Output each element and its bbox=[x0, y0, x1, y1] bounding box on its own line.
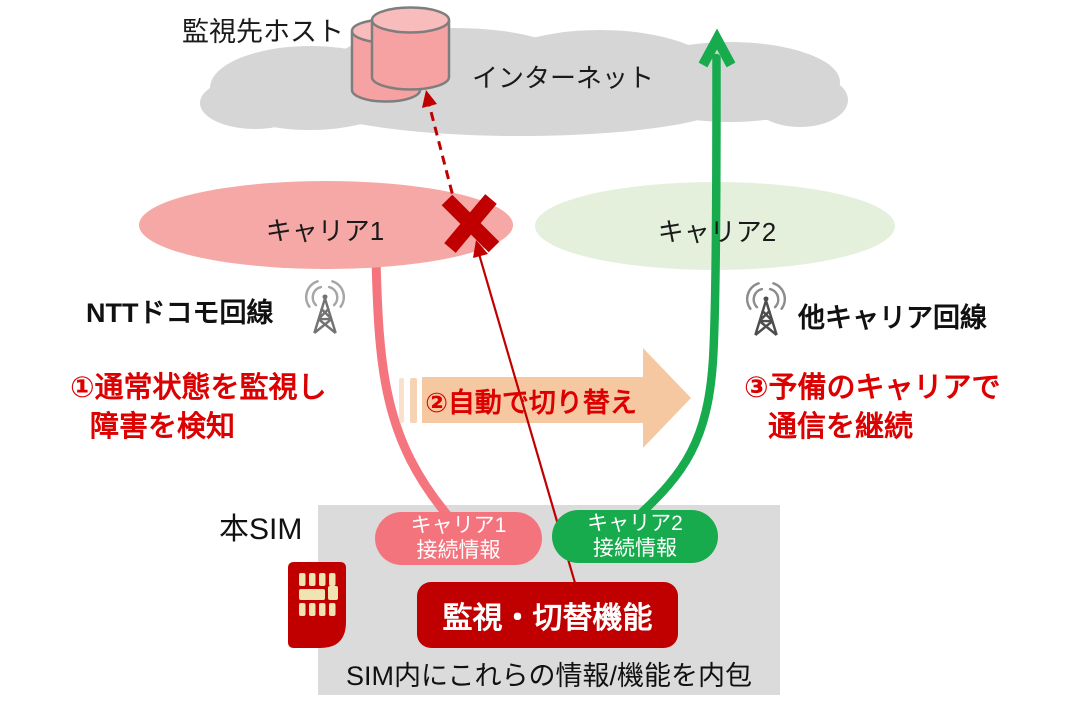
radio-tower-icon bbox=[745, 282, 787, 336]
carrier1-profile-line1: キャリア1 bbox=[410, 513, 507, 537]
sim-card-icon bbox=[288, 562, 346, 648]
database-cylinders-icon bbox=[350, 6, 451, 103]
radio-tower-icon bbox=[304, 280, 346, 334]
step1-line2: 障害を検知 bbox=[90, 410, 236, 443]
switch-arrow bbox=[399, 348, 691, 448]
step1-note: ①通常状態を監視し 障害を検知 bbox=[70, 369, 327, 447]
carrier1-profile-line2: 接続情報 bbox=[416, 538, 501, 562]
failure-x-icon bbox=[441, 194, 500, 253]
carrier1-ellipse bbox=[139, 181, 513, 269]
step3-line2: 通信を継続 bbox=[768, 410, 914, 443]
carrier2-label: キャリア2 bbox=[657, 217, 777, 247]
step3-line1: ③予備のキャリアで bbox=[744, 372, 1001, 404]
carrier1-traffic-line bbox=[371, 255, 454, 522]
carrier2-profile-line1: キャリア2 bbox=[587, 511, 683, 535]
carrier2-profile-line2: 接続情報 bbox=[593, 536, 677, 560]
carrier1-label: キャリア1 bbox=[265, 216, 385, 246]
step1-line1: ①通常状態を監視し bbox=[70, 372, 327, 404]
sim-chip bbox=[299, 573, 338, 616]
docomo-line-label: NTTドコモ回線 bbox=[86, 298, 274, 328]
other-carrier-line-label: 他キャリア回線 bbox=[798, 303, 987, 333]
sim-label: 本SIM bbox=[219, 513, 303, 546]
failed-path-dashed-arrow bbox=[422, 90, 458, 209]
step2-note: ②自動で切り替え bbox=[425, 388, 637, 418]
carrier1-profile-pill: キャリア1 接続情報 bbox=[375, 512, 542, 565]
monitored-host-label: 監視先ホスト bbox=[182, 17, 344, 47]
sim-box-caption: SIM内にこれらの情報/機能を内包 bbox=[346, 661, 752, 691]
step3-note: ③予備のキャリアで 通信を継続 bbox=[744, 369, 1001, 447]
carrier2-traffic-line bbox=[633, 28, 736, 521]
monitor-switch-function-box: 監視・切替機能 bbox=[417, 582, 678, 648]
internet-label: インターネット bbox=[472, 63, 655, 93]
carrier2-profile-pill: キャリア2 接続情報 bbox=[552, 510, 718, 563]
